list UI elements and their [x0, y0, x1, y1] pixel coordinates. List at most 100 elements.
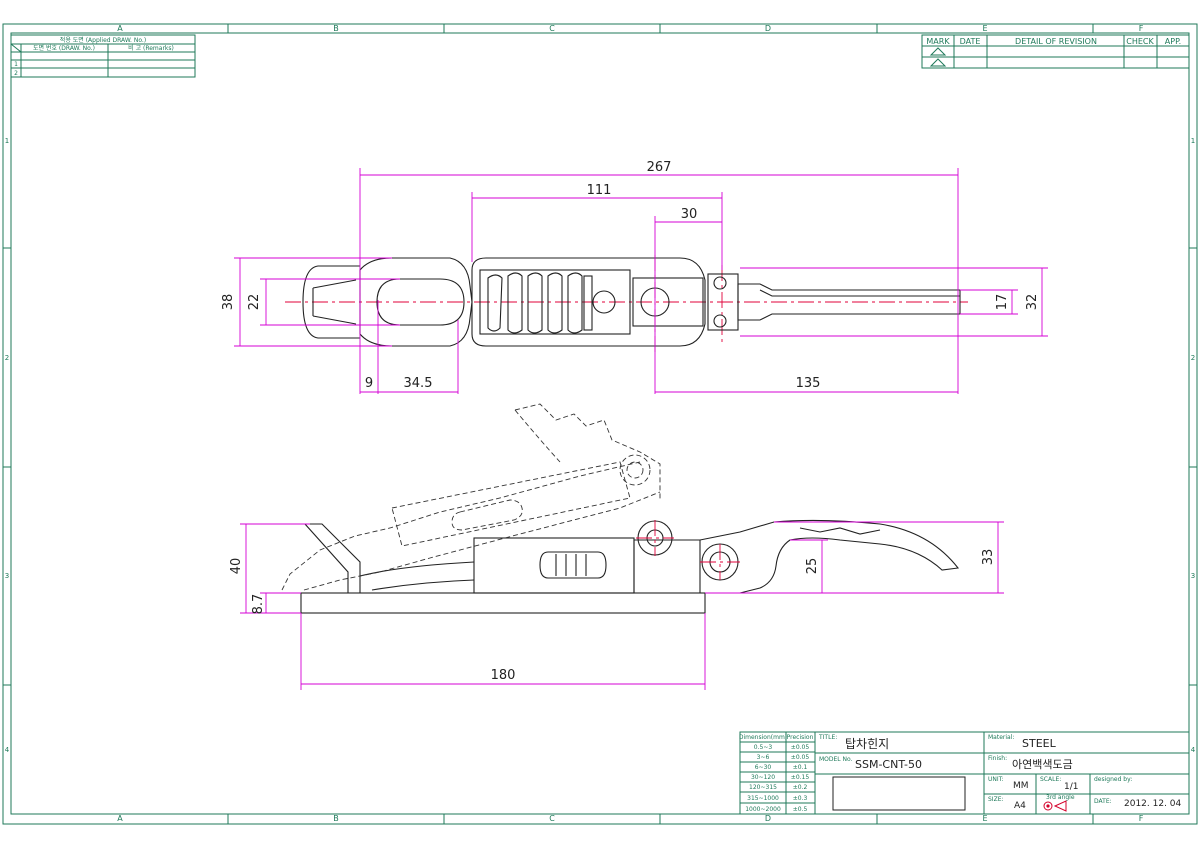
applied-table-col-drawing-no: 도면 번호 (DRAW. No.) [33, 44, 95, 52]
tolerance-dim: 1000~2000 [745, 806, 781, 813]
projection-label: 3rd angle [1046, 794, 1075, 801]
material-label: Material: [988, 734, 1014, 741]
tolerance-prec: ±0.05 [791, 754, 810, 761]
tolerance-dim: 120~315 [749, 784, 777, 791]
tolerance-dim: 6~30 [755, 764, 772, 771]
tolerance-dim: 3~6 [757, 754, 770, 761]
title-label: TITLE: [818, 734, 837, 741]
revision-triangle-icon [929, 58, 947, 67]
size-value: A4 [1014, 801, 1026, 811]
tolerance-prec: ±0.15 [791, 774, 810, 781]
side-view: 40 8.7 180 25 33 [229, 403, 1004, 690]
revision-col-check: CHECK [1126, 37, 1154, 46]
side-view-dimensions: 40 8.7 180 25 33 [229, 521, 1004, 690]
model-label: MODEL No. [819, 756, 853, 763]
applied-table-title: 적용 도면 (Applied DRAW. No.) [60, 36, 146, 44]
zone-label-top-d: D [765, 24, 771, 33]
slot [376, 278, 465, 326]
tolerance-prec: ±0.05 [791, 744, 810, 751]
sheet-frame: A B C D E F A B C D E F 1 2 3 4 1 2 3 4 [2, 23, 1198, 825]
tolerance-dim: 30~120 [751, 774, 775, 781]
date-value: 2012. 12. 04 [1124, 799, 1182, 809]
side-handle [699, 519, 960, 594]
drawing-title: 탑차힌지 [845, 737, 889, 751]
revision-col-app: APP. [1165, 37, 1181, 46]
spring-housing [471, 257, 706, 347]
tolerance-prec: ±0.1 [793, 764, 808, 771]
outer-border [2, 23, 1198, 825]
title-block: Dimension(mm) Precision 0.5~3 ±0.05 3~6 … [739, 731, 1190, 815]
dim-267: 267 [647, 160, 672, 175]
zone-label-right-4: 4 [1191, 746, 1196, 754]
spring-icon [487, 272, 583, 334]
tolerance-header-dimension: Dimension(mm) [739, 734, 787, 741]
dim-25: 25 [805, 558, 820, 575]
zone-label-top-a: A [117, 24, 123, 33]
applied-table-row-1: 1 [14, 61, 18, 68]
applied-table-row-2: 2 [14, 70, 18, 77]
applied-drawing-table: 적용 도면 (Applied DRAW. No.) 도면 번호 (DRAW. N… [10, 34, 196, 78]
top-view-dimensions: 267 111 30 38 22 17 32 [221, 160, 1048, 394]
dim-111: 111 [587, 183, 612, 198]
dim-32: 32 [1025, 294, 1040, 311]
dim-34-5: 34.5 [404, 376, 433, 391]
slotted-plate [359, 257, 473, 347]
side-housing [473, 537, 635, 594]
tolerance-prec: ±0.3 [793, 795, 808, 802]
zone-label-bottom-e: E [982, 814, 987, 823]
stamp-box [832, 776, 966, 811]
material-value: STEEL [1022, 737, 1057, 750]
revision-table: MARK DATE DETAIL OF REVISION CHECK APP. [921, 34, 1190, 69]
zone-label-left-4: 4 [5, 746, 10, 754]
zone-label-right-2: 2 [1191, 354, 1195, 362]
dim-38: 38 [221, 294, 236, 311]
dim-8-7: 8.7 [251, 594, 266, 615]
side-hook [303, 523, 361, 594]
tolerance-dim: 315~1000 [747, 795, 779, 802]
revision-col-mark: MARK [926, 37, 950, 46]
zone-label-right-3: 3 [1191, 572, 1195, 580]
dim-33: 33 [981, 549, 996, 566]
dim-40: 40 [229, 558, 244, 575]
dim-180: 180 [491, 668, 516, 683]
designed-by-label: designed by: [1094, 776, 1132, 783]
rivet-icon [592, 290, 616, 314]
base-plate [300, 592, 706, 614]
third-angle-projection-icon [1043, 800, 1067, 812]
zone-label-bottom-a: A [117, 814, 123, 823]
revision-col-detail: DETAIL OF REVISION [1015, 37, 1097, 46]
revision-col-date: DATE [960, 37, 981, 46]
finish-value: 아연백색도금 [1012, 758, 1073, 771]
scale-value: 1/1 [1064, 782, 1078, 792]
top-view: 267 111 30 38 22 17 32 [221, 160, 1048, 394]
zone-label-bottom-f: F [1139, 814, 1144, 823]
zone-label-bottom-b: B [333, 814, 339, 823]
zone-label-bottom-c: C [549, 814, 555, 823]
tolerance-prec: ±0.2 [793, 784, 808, 791]
unit-value: MM [1013, 781, 1029, 791]
dim-135: 135 [796, 376, 821, 391]
model-number: SSM-CNT-50 [855, 758, 922, 771]
tolerance-header-precision: Precision [787, 734, 814, 741]
scale-label: SCALE: [1040, 776, 1061, 783]
dim-22: 22 [247, 294, 262, 311]
applied-table-col-remarks: 비 고 (Remarks) [128, 44, 174, 52]
dim-9: 9 [365, 376, 373, 391]
tolerance-dim: 0.5~3 [754, 744, 773, 751]
zone-label-top-c: C [549, 24, 555, 33]
zone-label-top-e: E [982, 24, 987, 33]
dim-17: 17 [995, 294, 1010, 311]
zone-label-bottom-d: D [765, 814, 771, 823]
revision-triangle-icon [929, 47, 947, 56]
date-label: DATE: [1094, 798, 1112, 805]
zone-label-top-f: F [1139, 24, 1144, 33]
side-slot [539, 551, 607, 579]
unit-label: UNIT: [988, 776, 1004, 783]
inner-border [10, 32, 1190, 815]
zone-label-right-1: 1 [1191, 137, 1195, 145]
dim-30: 30 [681, 207, 698, 222]
size-label: SIZE: [988, 796, 1004, 803]
finish-label: Finish: [988, 755, 1007, 762]
zone-label-top-b: B [333, 24, 339, 33]
